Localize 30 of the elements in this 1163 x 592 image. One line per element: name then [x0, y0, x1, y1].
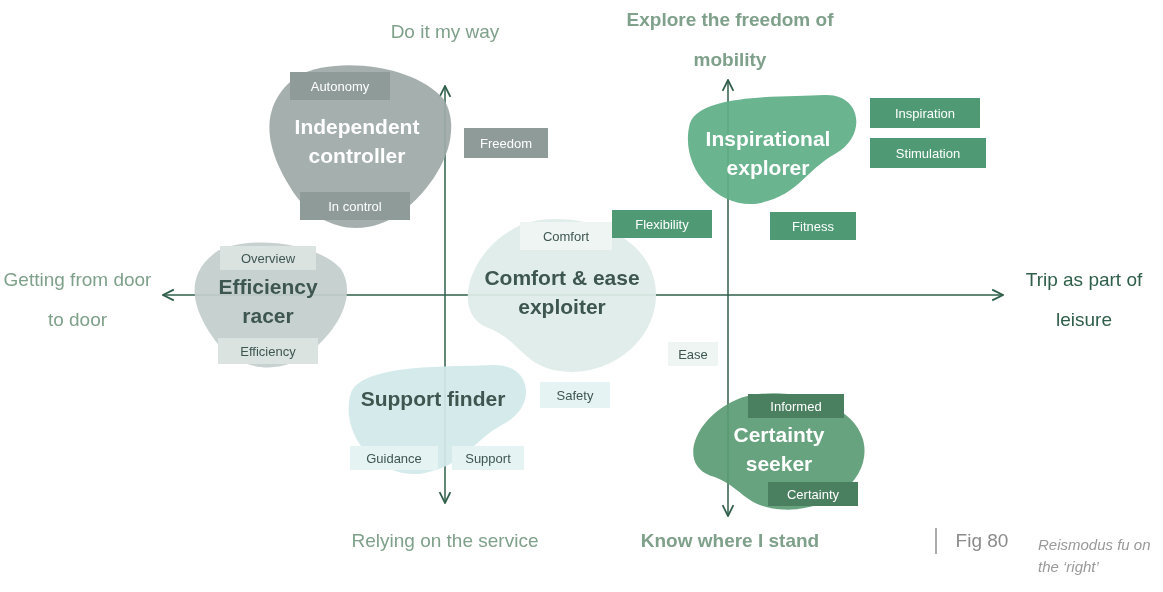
axis-label: Relying on the service	[350, 529, 540, 553]
persona-name: Comfort & ease exploiter	[483, 265, 641, 320]
axis-label: Do it my way	[389, 20, 501, 44]
tag-label: Flexibility	[612, 210, 712, 238]
persona-name: Inspirational explorer	[704, 126, 832, 181]
tag-label: Ease	[668, 342, 718, 366]
tag-label: Fitness	[770, 212, 856, 240]
axis-label: Trip as part of leisure	[1024, 268, 1144, 332]
tag-label: Inspiration	[870, 98, 980, 128]
tag-label: Autonomy	[290, 72, 390, 100]
caption: Reismodus fu on the ‘right’	[1038, 535, 1152, 577]
tag-label: Comfort	[520, 222, 612, 250]
tag-label: Support	[452, 446, 524, 470]
persona-name: Efficiency racer	[217, 274, 319, 329]
tag-label: Overview	[220, 246, 316, 270]
tag-label: Safety	[540, 382, 610, 408]
persona-name: Certainty seeker	[732, 422, 826, 477]
axis-label: Know where I stand	[640, 529, 820, 553]
tag-label: Informed	[748, 394, 844, 418]
tag-label: Efficiency	[218, 338, 318, 364]
tag-label: Certainty	[768, 482, 858, 506]
tag-label: In control	[300, 192, 410, 220]
axis-label: Getting from door to door	[2, 268, 153, 332]
tag-label: Freedom	[464, 128, 548, 158]
persona-name: Support finder	[359, 386, 507, 412]
tag-label: Stimulation	[870, 138, 986, 168]
persona-name: Independent controller	[293, 114, 421, 169]
figure-number: Fig 80	[935, 528, 1027, 554]
tag-label: Guidance	[350, 446, 438, 470]
axis-label: Explore the freedom of mobility	[625, 8, 835, 72]
